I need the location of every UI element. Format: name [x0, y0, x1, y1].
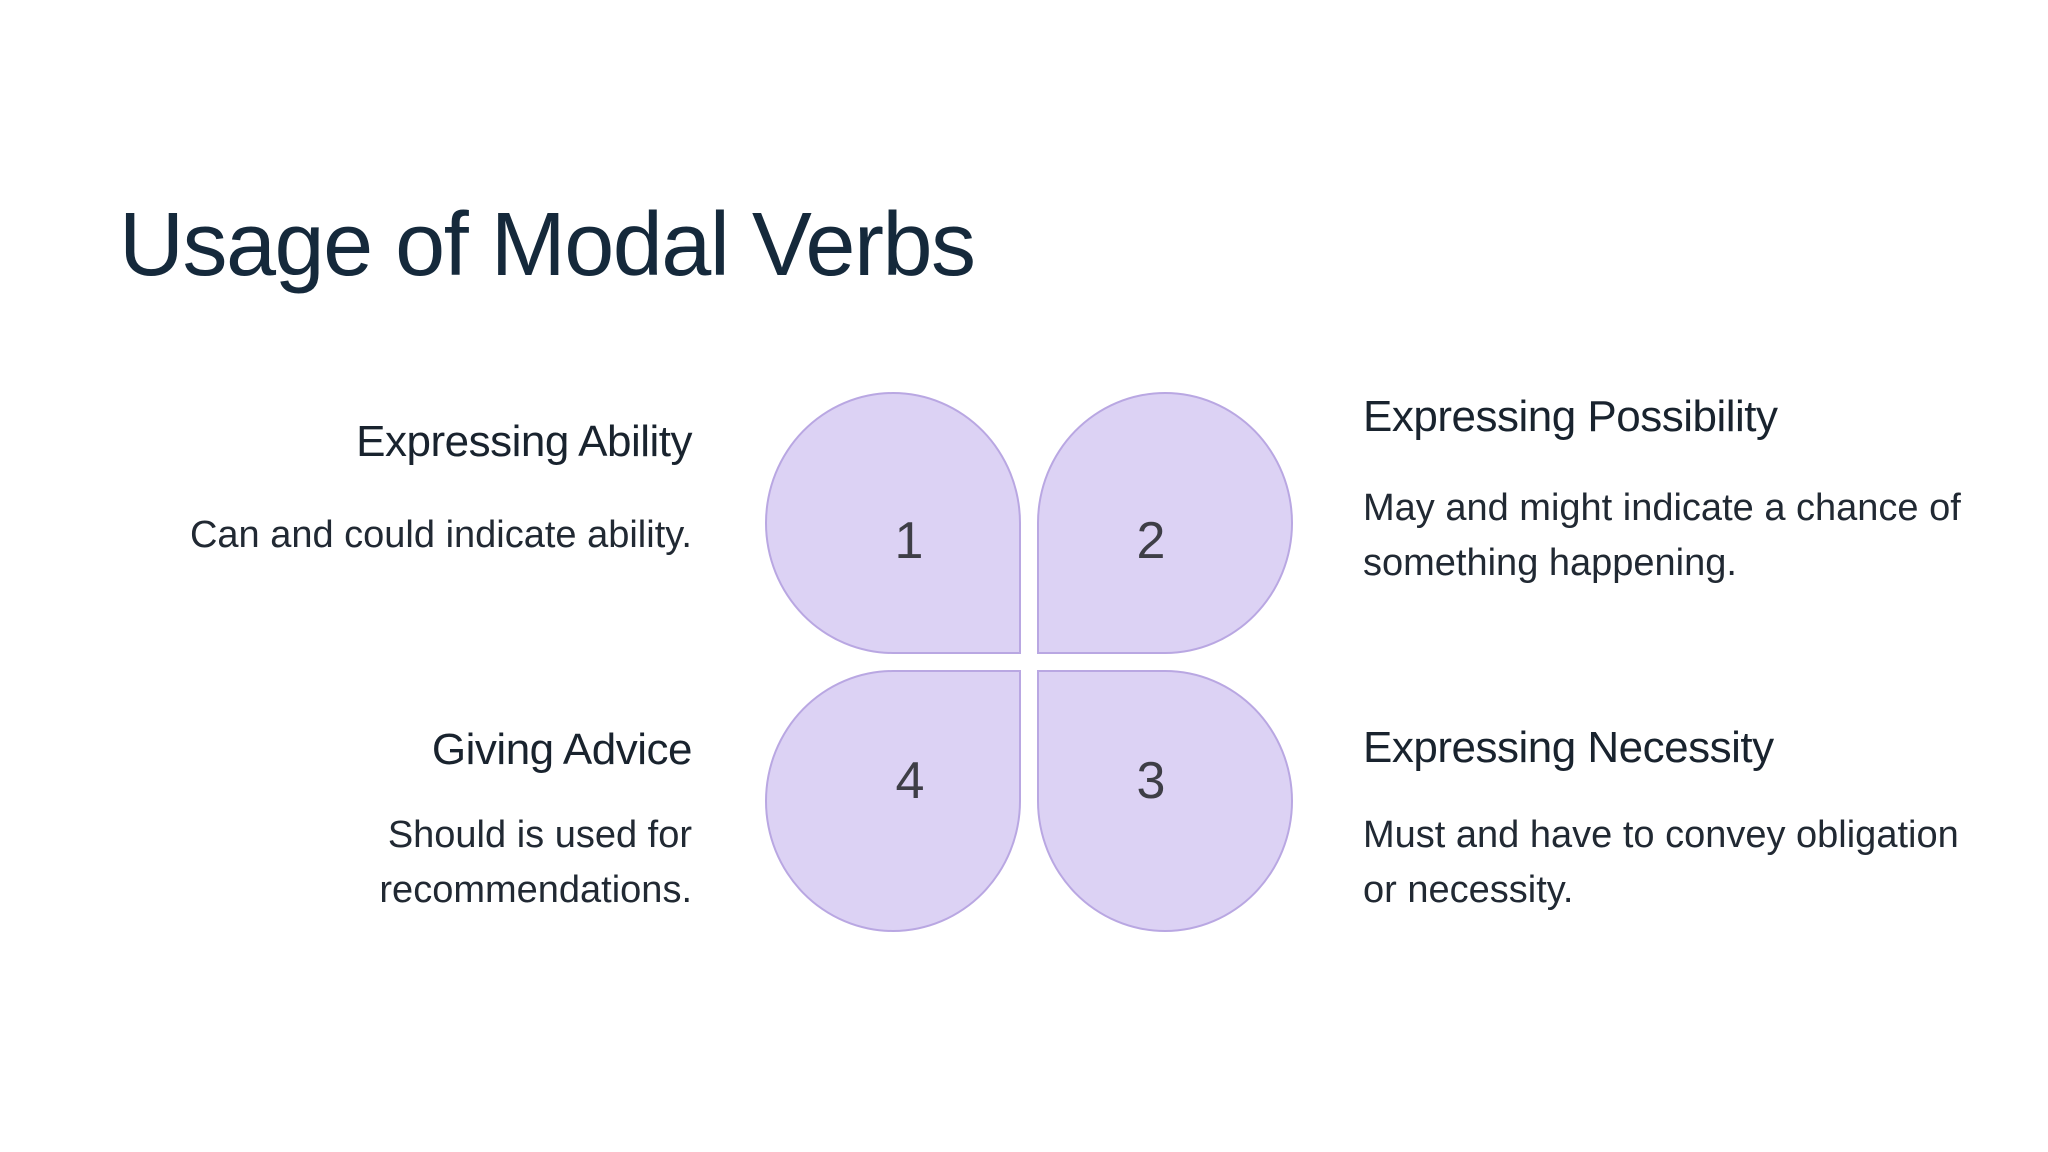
quadrant-body-line: Can and could indicate ability. [189, 514, 692, 556]
petal-number-2: 2 [1136, 512, 1166, 570]
quadrant-giving-advice: Giving Advice Should is used for recomme… [100, 722, 692, 918]
quadrant-expressing-necessity: Expressing Necessity Must and have to co… [1363, 720, 1973, 918]
petal-number-4: 4 [895, 752, 925, 810]
quadrant-body-necessity: Must and have to convey obligation or ne… [1363, 808, 1973, 918]
quadrant-body-line: Should is used for [387, 814, 692, 856]
quadrant-body-line: May and might indicate a chance of [1363, 487, 1961, 529]
petal-bottom-left: 4 [765, 670, 1021, 932]
petal-number-3: 3 [1136, 752, 1166, 810]
quadrant-expressing-possibility: Expressing Possibility May and might ind… [1363, 389, 1973, 591]
quadrant-body-line: recommendations. [379, 869, 692, 912]
quadrant-heading-possibility: Expressing Possibility [1363, 392, 1778, 441]
petal-bottom-right: 3 [1037, 670, 1293, 932]
quadrant-heading-necessity: Expressing Necessity [1363, 723, 1774, 772]
quadrant-body-advice: Should is used for recommendations. [100, 808, 692, 918]
quadrant-body-ability: Can and could indicate ability. [100, 508, 692, 563]
petal-number-1: 1 [894, 512, 924, 570]
quadrant-body-possibility: May and might indicate a chance of somet… [1363, 481, 1973, 591]
quadrant-heading-ability: Expressing Ability [356, 417, 692, 466]
quadrant-expressing-ability: Expressing Ability Can and could indicat… [100, 414, 693, 563]
quadrant-body-line: Must and have to convey obligation [1363, 814, 1959, 856]
quadrant-body-line: something happening. [1363, 542, 1737, 585]
quadrant-body-line: or necessity. [1363, 869, 1574, 912]
petal-top-left: 1 [765, 392, 1021, 654]
quadrant-heading-advice: Giving Advice [431, 725, 693, 774]
slide-title: Usage of Modal Verbs [119, 195, 976, 295]
petal-top-right: 2 [1037, 392, 1293, 654]
